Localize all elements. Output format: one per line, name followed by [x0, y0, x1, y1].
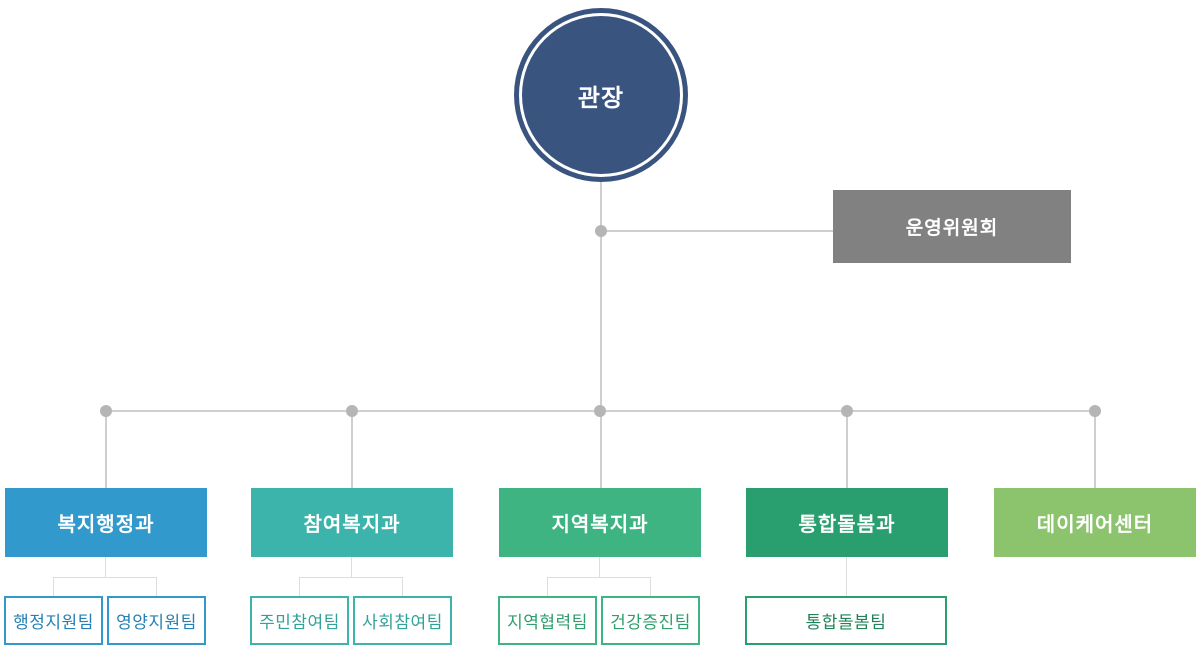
team-drop-line [402, 577, 403, 596]
team-drop-line [299, 577, 300, 596]
team-box: 지역협력팀 [498, 596, 597, 645]
team-label: 행정지원팀 [13, 613, 94, 632]
dept-drop-line [105, 411, 107, 488]
team-box: 주민참여팀 [250, 596, 349, 645]
junction-dot [595, 225, 607, 237]
dept-label: 데이케어센터 [1036, 514, 1154, 536]
team-drop-line [53, 577, 54, 596]
team-stub-line [599, 557, 600, 577]
team-label: 지역협력팀 [507, 613, 588, 632]
team-label: 영양지원팀 [116, 613, 197, 632]
director-node: 관장 [514, 8, 688, 182]
dept-box-5: 데이케어센터 [994, 488, 1196, 557]
team-label: 사회참여팀 [362, 613, 443, 632]
team-drop-line [156, 577, 157, 596]
trunk-line [600, 182, 602, 488]
junction-dot [841, 405, 853, 417]
team-stub-line [846, 557, 847, 596]
dept-label: 복지행정과 [57, 514, 155, 536]
dept-drop-line [1094, 411, 1096, 488]
team-stub-line [351, 557, 352, 577]
dept-drop-line [351, 411, 353, 488]
team-label: 통합돌봄팀 [805, 613, 887, 632]
team-branch-line [299, 577, 403, 578]
dept-box-2: 참여복지과 [251, 488, 453, 557]
team-box: 행정지원팀 [4, 596, 103, 645]
junction-dot [100, 405, 112, 417]
team-branch-line [53, 577, 157, 578]
director-ring [519, 13, 683, 177]
team-label: 건강증진팀 [610, 613, 691, 632]
dept-label: 지역복지과 [551, 514, 649, 536]
director-label: 관장 [577, 84, 625, 112]
junction-dot [346, 405, 358, 417]
dept-box-3: 지역복지과 [499, 488, 701, 557]
dept-box-1: 복지행정과 [5, 488, 207, 557]
committee-node: 운영위원회 [833, 190, 1071, 263]
team-branch-line [547, 577, 651, 578]
dept-drop-line [846, 411, 848, 488]
team-box: 사회참여팀 [353, 596, 452, 645]
junction-dot [594, 405, 606, 417]
dept-label: 통합돌봄과 [798, 514, 896, 536]
dept-label: 참여복지과 [303, 514, 401, 536]
team-drop-line [547, 577, 548, 596]
team-box: 영양지원팀 [107, 596, 206, 645]
committee-branch-line [601, 230, 833, 232]
junction-dot [1089, 405, 1101, 417]
team-stub-line [105, 557, 106, 577]
team-box: 건강증진팀 [601, 596, 700, 645]
team-box: 통합돌봄팀 [745, 596, 947, 645]
team-label: 주민참여팀 [259, 613, 340, 632]
dept-box-4: 통합돌봄과 [746, 488, 948, 557]
team-drop-line [650, 577, 651, 596]
committee-label: 운영위원회 [905, 218, 999, 239]
